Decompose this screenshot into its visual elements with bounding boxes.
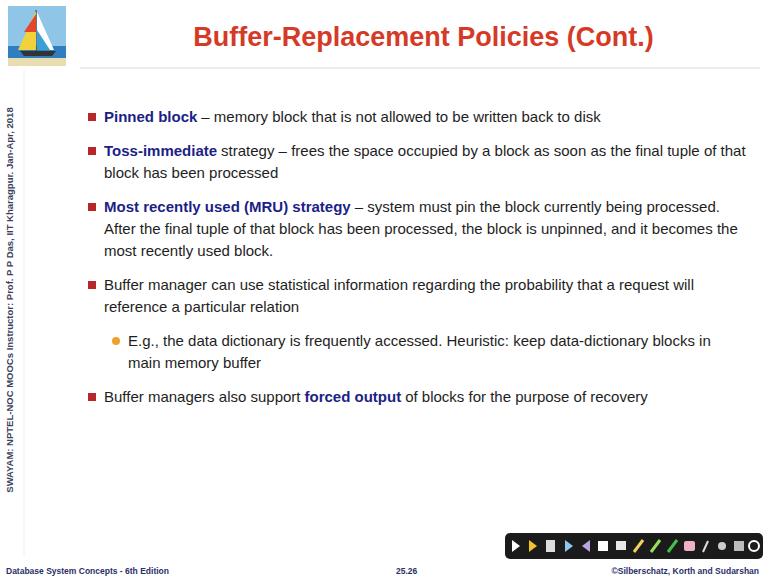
sailboat-image [8, 6, 66, 66]
bullet-item: Pinned block– memory block that is not a… [86, 106, 746, 128]
bold-term: Toss-immediate [104, 142, 217, 159]
bold-term: forced output [305, 388, 402, 405]
bullet-text: of blocks for the purpose of recovery [405, 388, 648, 405]
bullet-text: E.g., the data dictionary is frequently … [128, 332, 711, 371]
sub-bullet-dot [112, 337, 120, 345]
bullet-square [88, 203, 96, 211]
bold-term: Most recently used (MRU) strategy [104, 198, 351, 215]
sidebar-credit: SWAYAM: NPTEL-NOC MOOCs Instructor: Prof… [4, 40, 20, 560]
bullet-item: Buffer manager can use statistical infor… [86, 274, 746, 318]
bullet-item: Buffer managers also supportforced outpu… [86, 386, 746, 408]
title-rule [80, 68, 760, 69]
side-rule [24, 70, 25, 556]
presentation-toolbar [505, 533, 763, 559]
bullet-text: – memory block that is not allowed to be… [201, 108, 600, 125]
bullet-text: Buffer manager can use statistical infor… [104, 276, 694, 315]
bullet-square [88, 147, 96, 155]
bold-term: Pinned block [104, 108, 197, 125]
bullet-item: Most recently used (MRU) strategy– syste… [86, 196, 746, 262]
bullet-square [88, 113, 96, 121]
bullet-list: Pinned block– memory block that is not a… [86, 106, 746, 420]
bullet-item: Toss-immediatestrategy – frees the space… [86, 140, 746, 184]
bullet-square [88, 281, 96, 289]
slide-title: Buffer-Replacement Policies (Cont.) [80, 22, 767, 53]
footer-book: Database System Concepts - 6th Edition [6, 566, 169, 576]
bullet-square [88, 393, 96, 401]
bullet-item: E.g., the data dictionary is frequently … [110, 330, 746, 374]
page-number: 25.26 [396, 566, 417, 576]
bullet-text: Buffer managers also support [104, 388, 301, 405]
footer-copyright: ©Silberschatz, Korth and Sudarshan [612, 566, 759, 576]
